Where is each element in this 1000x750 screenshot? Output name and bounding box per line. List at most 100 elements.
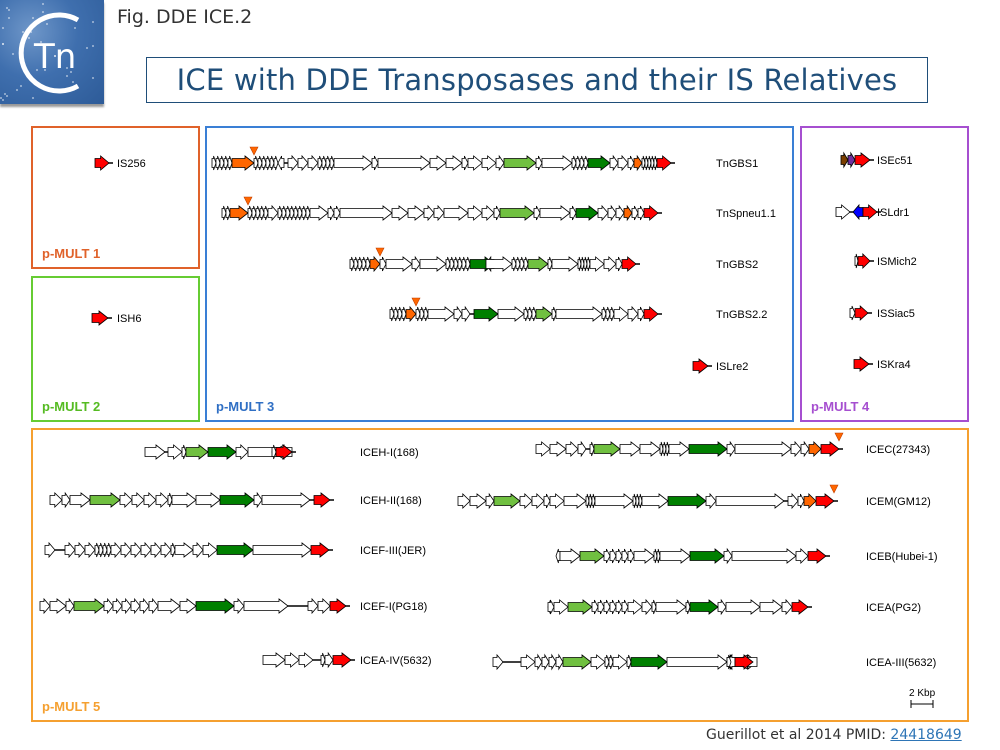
gene-arrow — [659, 548, 691, 564]
insertion-site-marker — [829, 484, 839, 494]
gene-arrow — [419, 256, 447, 272]
gene-arrow — [562, 654, 592, 670]
gene-arrow — [275, 444, 293, 460]
gene-arrow — [181, 444, 187, 460]
gene-arrow — [603, 256, 617, 272]
element-label: ICEA-IV(5632) — [360, 655, 432, 667]
gene-arrow — [589, 441, 595, 457]
logo-speck — [4, 93, 6, 95]
gene-arrow — [523, 306, 529, 322]
gene-arrow — [231, 155, 255, 171]
gene-arrow — [112, 597, 123, 615]
gene-arrow — [332, 652, 352, 668]
gene-arrow — [726, 440, 736, 458]
gene-arrow — [800, 440, 810, 458]
gene-arrow — [577, 256, 582, 272]
gene-arrow — [255, 205, 261, 221]
gene-arrow — [623, 204, 633, 222]
gene-arrow — [219, 492, 255, 508]
gene-arrow — [453, 256, 459, 272]
gene-arrow — [597, 204, 609, 222]
gene-arrow — [519, 493, 533, 509]
gene-arrow — [405, 305, 417, 323]
gene-arrow — [527, 256, 549, 272]
gene-arrow — [835, 204, 851, 220]
logo-speck — [20, 85, 22, 87]
gene-arrow — [339, 205, 393, 221]
gene-arrow — [605, 306, 611, 322]
logo-speck — [2, 43, 4, 45]
gene-arrow — [391, 205, 409, 221]
gene-arrow — [579, 548, 605, 564]
gene-arrow — [253, 491, 263, 509]
gene-arrow — [369, 255, 381, 273]
logo-speck — [8, 17, 10, 19]
gene-arrow — [590, 654, 606, 670]
gene-arrow — [759, 599, 783, 615]
gene-arrow — [531, 493, 545, 509]
logo-speck — [22, 31, 24, 33]
gene-arrow — [445, 256, 451, 272]
tn-logo: Tn — [0, 0, 104, 104]
gene-arrow — [324, 651, 334, 669]
gene-arrow — [195, 492, 221, 508]
gene-arrow — [261, 155, 267, 171]
gene-arrow — [781, 598, 793, 616]
gene-arrow — [643, 205, 659, 221]
gene-arrow — [535, 155, 543, 171]
gene-arrow — [647, 155, 652, 171]
panel-p-mult-5: p-MULT 5 — [31, 428, 969, 722]
gene-arrow — [293, 205, 299, 221]
element-label: TnGBS2.2 — [716, 309, 767, 321]
gene-arrow — [170, 542, 176, 558]
gene-arrow — [91, 310, 109, 326]
page-title-box: ICE with DDE Transposases and their IS R… — [146, 57, 928, 103]
gene-arrow — [587, 155, 611, 171]
gene-arrow — [171, 492, 197, 508]
gene-arrow — [61, 491, 71, 509]
gene-arrow — [627, 155, 635, 171]
gene-arrow — [429, 155, 447, 171]
gene-arrow — [131, 492, 145, 508]
gene-arrow — [65, 597, 75, 615]
gene-arrow — [862, 204, 878, 220]
gene-arrow — [49, 492, 63, 508]
gene-arrow — [639, 441, 661, 457]
gene-arrow — [110, 541, 122, 559]
gene-arrow — [725, 599, 761, 615]
gene-arrow — [613, 306, 629, 322]
gene-arrow — [39, 597, 51, 615]
pmid-link[interactable]: 24418649 — [890, 727, 962, 743]
gene-arrow — [633, 548, 655, 564]
gene-arrow — [601, 306, 607, 322]
element-label: ISLdr1 — [877, 207, 909, 219]
gene-arrow — [301, 205, 307, 221]
gene-arrow — [527, 306, 533, 322]
element-label: ISKra4 — [877, 359, 911, 371]
gene-arrow — [469, 493, 487, 509]
gene-arrow — [317, 155, 323, 171]
gene-arrow — [423, 204, 435, 222]
gene-arrow — [692, 358, 709, 374]
logo-speck — [0, 97, 2, 99]
panel-p-mult-4: p-MULT 4 — [800, 126, 969, 422]
gene-arrow — [847, 151, 856, 169]
gene-arrow — [523, 256, 529, 272]
gene-arrow — [854, 253, 859, 269]
gene-arrow — [591, 599, 599, 615]
gene-arrow — [150, 541, 162, 559]
gene-arrow — [656, 155, 672, 171]
gene-arrow — [130, 597, 141, 615]
gene-arrow — [74, 541, 86, 559]
insertion-site-marker — [249, 146, 259, 156]
gene-arrow — [297, 154, 309, 172]
gene-arrow — [534, 653, 543, 671]
gene-arrow — [265, 155, 271, 171]
logo-speck — [12, 53, 14, 55]
gene-arrow — [539, 205, 571, 221]
gene-arrow — [662, 441, 667, 457]
gene-arrow — [734, 441, 792, 457]
gene-arrow — [653, 155, 658, 171]
panel-label: p-MULT 4 — [811, 399, 870, 414]
gene-arrow — [467, 155, 483, 171]
